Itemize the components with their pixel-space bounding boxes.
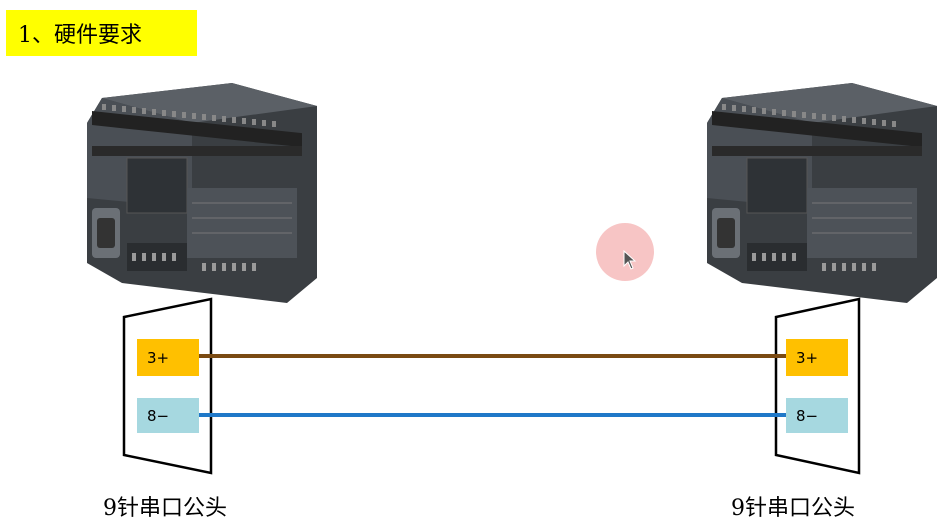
right-pin-8: 8−	[786, 398, 848, 433]
plc-device-icon	[707, 83, 937, 303]
page-title: 1、硬件要求	[6, 10, 197, 56]
right-pin-8-label: 8−	[796, 406, 819, 425]
right-pin-3: 3+	[786, 339, 848, 376]
left-pin-3: 3+	[137, 339, 199, 376]
left-connector-shell	[122, 297, 213, 475]
mouse-cursor-icon	[623, 250, 637, 270]
right-connector-shell	[774, 297, 861, 475]
plc-device-icon	[87, 83, 317, 303]
left-pin-8: 8−	[137, 398, 199, 433]
left-connector-label: 9针串口公头	[103, 496, 227, 521]
left-pin-3-label: 3+	[147, 348, 170, 367]
page-title-text: 1、硬件要求	[18, 23, 142, 48]
right-connector-label: 9针串口公头	[731, 496, 855, 521]
left-pin-8-label: 8−	[147, 406, 170, 425]
right-pin-3-label: 3+	[796, 348, 819, 367]
